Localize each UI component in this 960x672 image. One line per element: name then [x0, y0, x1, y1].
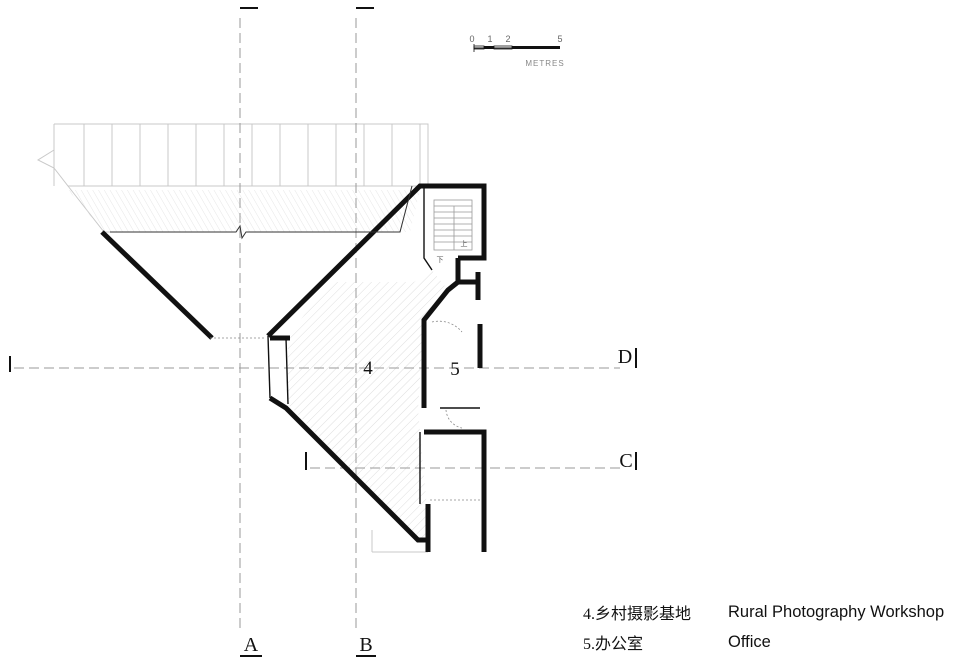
building-walls [100, 183, 487, 552]
legend-cn-label: 4.乡村摄影基地 [583, 606, 692, 623]
section-mark-c: C [619, 450, 632, 472]
scale-tick-5: 5 [557, 34, 562, 44]
room-label-5: 5 [450, 359, 460, 380]
scale-tick-0: 0 [469, 34, 474, 44]
legend-cn-label: 5.办公室 [583, 636, 644, 653]
inner-outlines [267, 186, 480, 504]
scale-unit: METRES [525, 59, 564, 68]
scale-tick-1: 1 [487, 34, 492, 44]
workshop-floor [288, 270, 448, 540]
stair-up-label: 上 [461, 239, 468, 248]
legend-item-office: 5.办公室 Office [583, 627, 960, 657]
legend-item-workshop: 4.乡村摄影基地 Rural Photography Workshop [583, 597, 960, 627]
section-mark-a: A [244, 634, 259, 656]
break-line [110, 185, 413, 240]
staircase [433, 199, 473, 251]
legend-en-label: Rural Photography Workshop [728, 602, 945, 621]
scale-bar: 0 1 2 5 METRES [469, 34, 564, 68]
terrace-hatch [68, 190, 420, 232]
scale-tick-2: 2 [505, 34, 510, 44]
section-lines [14, 18, 620, 630]
door-swings [210, 320, 480, 501]
legend-en-label: Office [728, 632, 771, 651]
room-label-4: 4 [363, 358, 373, 379]
legend: 4.乡村摄影基地 Rural Photography Workshop 5.办公… [583, 597, 960, 657]
stair-down-label: 下 [437, 256, 444, 264]
section-mark-d: D [618, 346, 632, 368]
section-marker-bars [9, 7, 637, 657]
section-mark-b: B [359, 634, 372, 656]
